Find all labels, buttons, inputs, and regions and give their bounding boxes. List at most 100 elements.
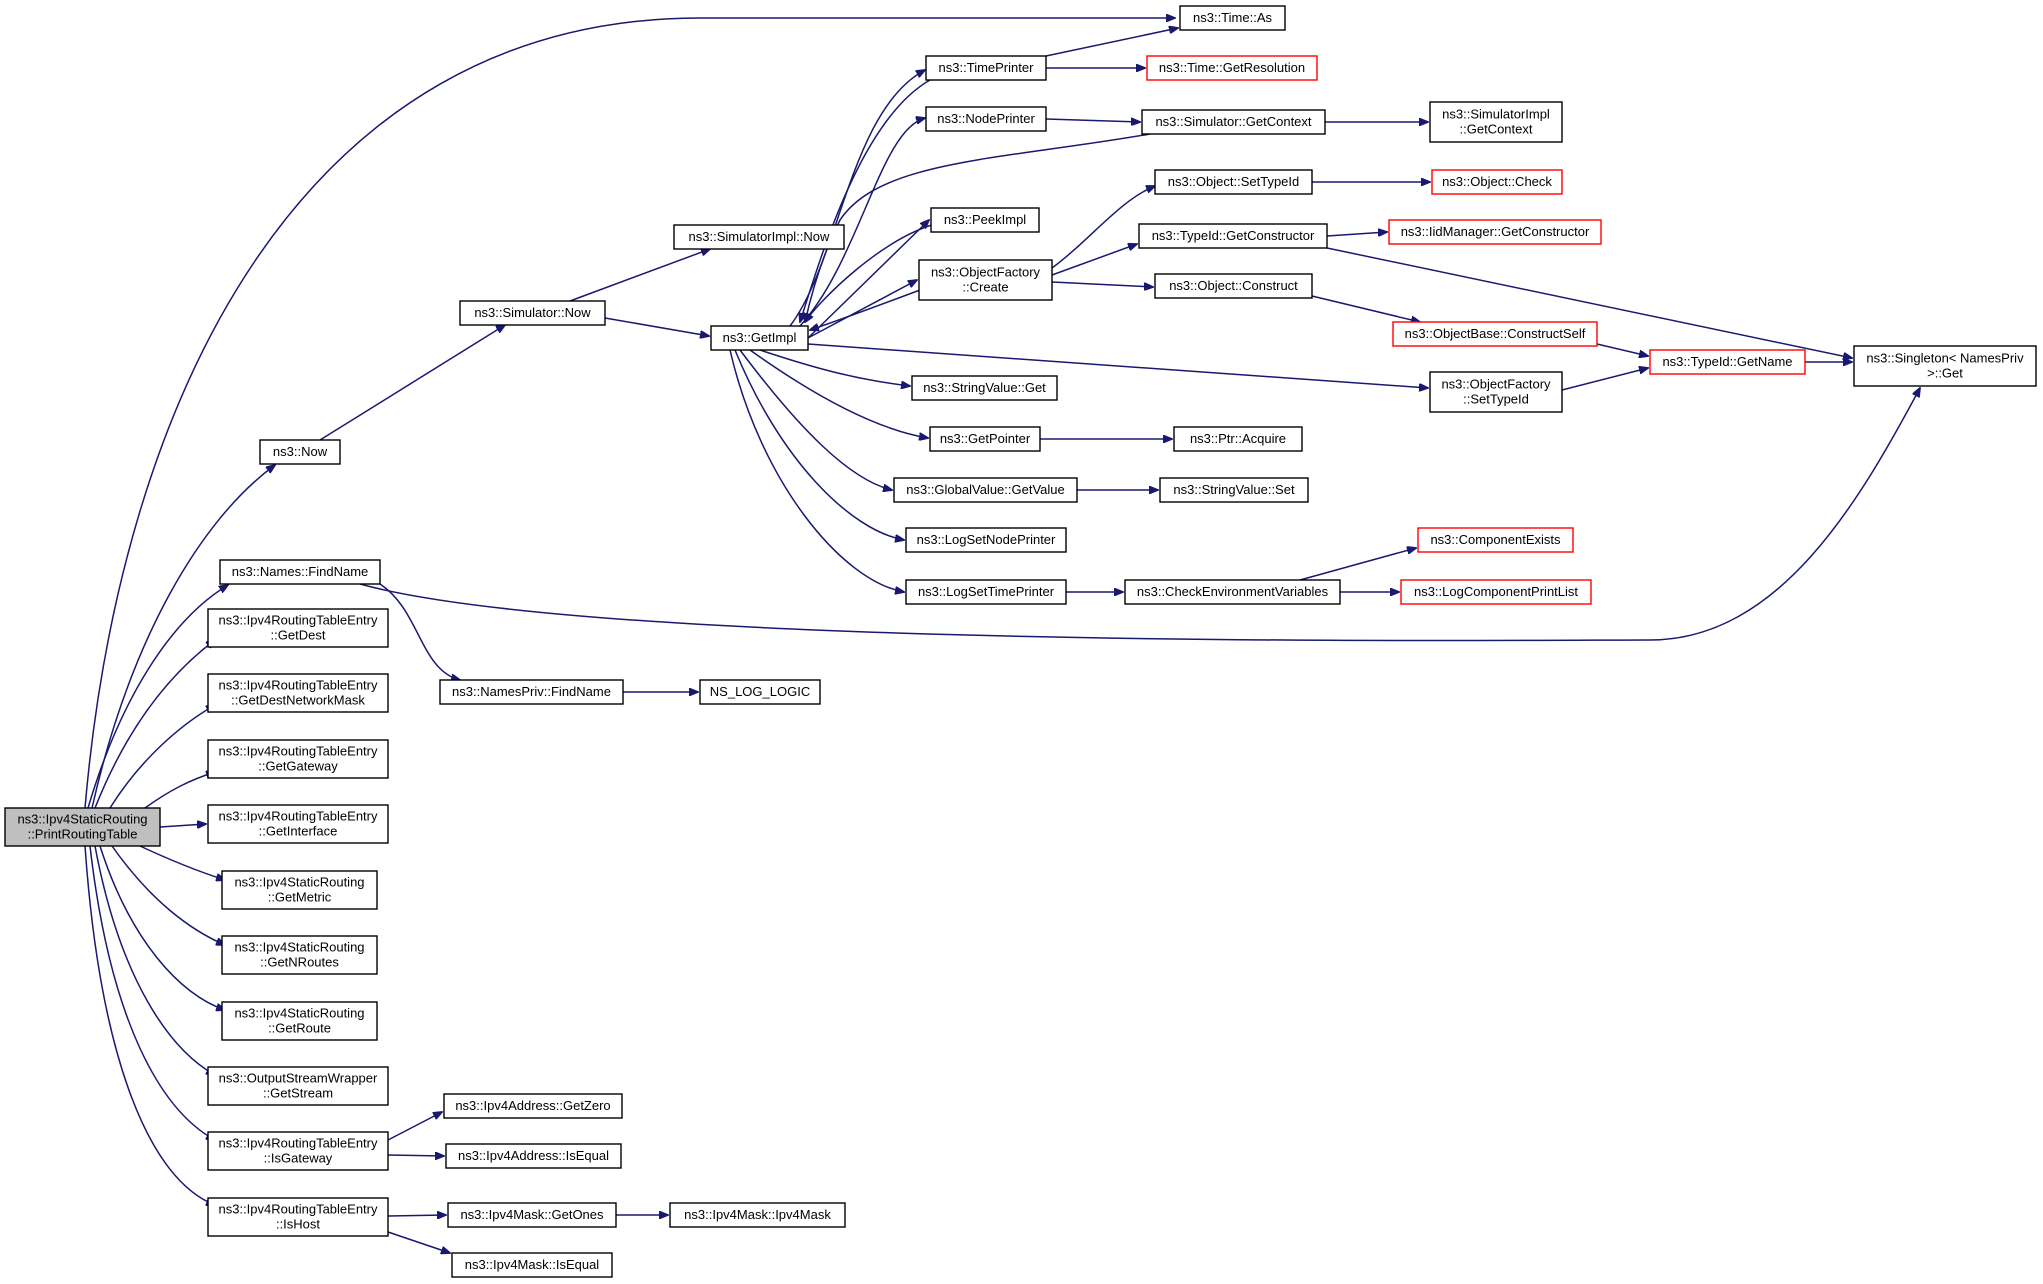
node-box-objconstruct[interactable] <box>1154 273 1313 299</box>
node-box-gvgetvalue[interactable] <box>893 477 1078 503</box>
node-box-tidgetname[interactable] <box>1649 349 1806 375</box>
node-nslog[interactable]: NS_LOG_LOGIC <box>699 679 821 705</box>
node-nodeprinter[interactable]: ns3::NodePrinter <box>925 106 1047 132</box>
node-ofcreate[interactable]: ns3::ObjectFactory::Create <box>918 259 1053 301</box>
node-maskisequal[interactable]: ns3::Ipv4Mask::IsEqual <box>451 1252 613 1278</box>
node-box-ishost[interactable] <box>207 1197 389 1237</box>
node-box-findname[interactable] <box>219 559 381 585</box>
node-ipv4addrgetzero[interactable]: ns3::Ipv4Address::GetZero <box>443 1093 623 1119</box>
node-box-nodeprinter[interactable] <box>925 106 1047 132</box>
node-box-getnroutes[interactable] <box>221 935 378 975</box>
node-getimpl[interactable]: ns3::GetImpl <box>710 325 809 351</box>
node-box-tidgetctor[interactable] <box>1138 223 1328 249</box>
node-tidgetctor[interactable]: ns3::TypeId::GetConstructor <box>1138 223 1328 249</box>
node-ishost[interactable]: ns3::Ipv4RoutingTableEntry::IsHost <box>207 1197 389 1237</box>
node-strvalset[interactable]: ns3::StringValue::Set <box>1159 477 1309 503</box>
node-isgateway[interactable]: ns3::Ipv4RoutingTableEntry::IsGateway <box>207 1131 389 1171</box>
node-timeas[interactable]: ns3::Time::As <box>1179 5 1286 31</box>
node-box-getmetric[interactable] <box>221 870 378 910</box>
node-box-objcheck[interactable] <box>1431 169 1563 195</box>
node-peekimpl[interactable]: ns3::PeekImpl <box>930 207 1040 233</box>
node-objbaseconstructself[interactable]: ns3::ObjectBase::ConstructSelf <box>1392 321 1598 347</box>
node-getpointer[interactable]: ns3::GetPointer <box>929 426 1041 452</box>
node-now[interactable]: ns3::Now <box>259 439 341 465</box>
node-box-maskgetones[interactable] <box>447 1202 617 1228</box>
node-iidmgrgetctor[interactable]: ns3::IidManager::GetConstructor <box>1388 219 1602 245</box>
node-simimplgetctx[interactable]: ns3::SimulatorImpl::GetContext <box>1429 101 1563 143</box>
node-box-getinterface[interactable] <box>207 804 389 844</box>
node-box-now[interactable] <box>259 439 341 465</box>
node-findname[interactable]: ns3::Names::FindName <box>219 559 381 585</box>
node-singletonget[interactable]: ns3::Singleton< NamesPriv >::Get <box>1853 345 2037 387</box>
node-box-strvalget[interactable] <box>911 375 1058 401</box>
node-objsettypeid[interactable]: ns3::Object::SetTypeId <box>1154 169 1313 195</box>
node-box-timegetres[interactable] <box>1146 55 1318 81</box>
node-getroute[interactable]: ns3::Ipv4StaticRouting::GetRoute <box>221 1001 378 1041</box>
node-timeprinter[interactable]: ns3::TimePrinter <box>925 55 1047 81</box>
node-box-peekimpl[interactable] <box>930 207 1040 233</box>
node-namesprivfind[interactable]: ns3::NamesPriv::FindName <box>439 679 624 705</box>
node-box-objbaseconstructself[interactable] <box>1392 321 1598 347</box>
node-tidgetname[interactable]: ns3::TypeId::GetName <box>1649 349 1806 375</box>
node-ofsettypeid[interactable]: ns3::ObjectFactory::SetTypeId <box>1429 371 1563 413</box>
node-box-getdest[interactable] <box>207 608 389 648</box>
node-simimplnow[interactable]: ns3::SimulatorImpl::Now <box>673 224 845 250</box>
node-checkenv[interactable]: ns3::CheckEnvironmentVariables <box>1124 579 1341 605</box>
node-box-simimplnow[interactable] <box>673 224 845 250</box>
node-objcheck[interactable]: ns3::Object::Check <box>1431 169 1563 195</box>
node-box-ipv4addrgetzero[interactable] <box>443 1093 623 1119</box>
node-logsetnode[interactable]: ns3::LogSetNodePrinter <box>905 527 1067 553</box>
node-box-maskisequal[interactable] <box>451 1252 613 1278</box>
node-box-ofsettypeid[interactable] <box>1429 371 1563 413</box>
node-box-ofcreate[interactable] <box>918 259 1053 301</box>
node-box-simgetctx[interactable] <box>1141 109 1326 135</box>
node-timegetres[interactable]: ns3::Time::GetResolution <box>1146 55 1318 81</box>
node-logcompprint[interactable]: ns3::LogComponentPrintList <box>1400 579 1592 605</box>
node-ptracquire[interactable]: ns3::Ptr::Acquire <box>1173 426 1303 452</box>
node-box-strvalset[interactable] <box>1159 477 1309 503</box>
node-simgetctx[interactable]: ns3::Simulator::GetContext <box>1141 109 1326 135</box>
node-objconstruct[interactable]: ns3::Object::Construct <box>1154 273 1313 299</box>
node-box-compexists[interactable] <box>1417 527 1574 553</box>
node-box-nslog[interactable] <box>699 679 821 705</box>
node-getstream[interactable]: ns3::OutputStreamWrapper::GetStream <box>207 1066 389 1106</box>
node-box-ipv4addrisequal[interactable] <box>445 1143 622 1169</box>
node-box-getgateway[interactable] <box>207 739 389 779</box>
node-ipv4addrisequal[interactable]: ns3::Ipv4Address::IsEqual <box>445 1143 622 1169</box>
node-getgateway[interactable]: ns3::Ipv4RoutingTableEntry::GetGateway <box>207 739 389 779</box>
node-root[interactable]: ns3::Ipv4StaticRouting::PrintRoutingTabl… <box>4 807 161 847</box>
node-box-simimplgetctx[interactable] <box>1429 101 1563 143</box>
node-box-getpointer[interactable] <box>929 426 1041 452</box>
node-compexists[interactable]: ns3::ComponentExists <box>1417 527 1574 553</box>
node-logsettime[interactable]: ns3::LogSetTimePrinter <box>905 579 1067 605</box>
node-box-singletonget[interactable] <box>1853 345 2037 387</box>
node-box-getroute[interactable] <box>221 1001 378 1041</box>
node-simnow[interactable]: ns3::Simulator::Now <box>459 300 606 326</box>
node-box-timeprinter[interactable] <box>925 55 1047 81</box>
node-gvgetvalue[interactable]: ns3::GlobalValue::GetValue <box>893 477 1078 503</box>
node-box-root[interactable] <box>4 807 161 847</box>
node-box-namesprivfind[interactable] <box>439 679 624 705</box>
node-getinterface[interactable]: ns3::Ipv4RoutingTableEntry::GetInterface <box>207 804 389 844</box>
node-box-logcompprint[interactable] <box>1400 579 1592 605</box>
node-box-getimpl[interactable] <box>710 325 809 351</box>
node-maskgetones[interactable]: ns3::Ipv4Mask::GetOnes <box>447 1202 617 1228</box>
node-box-getdestmask[interactable] <box>207 673 389 713</box>
node-box-maskctor[interactable] <box>669 1202 846 1228</box>
node-box-ptracquire[interactable] <box>1173 426 1303 452</box>
node-box-checkenv[interactable] <box>1124 579 1341 605</box>
node-box-simnow[interactable] <box>459 300 606 326</box>
node-box-logsettime[interactable] <box>905 579 1067 605</box>
node-box-timeas[interactable] <box>1179 5 1286 31</box>
node-getnroutes[interactable]: ns3::Ipv4StaticRouting::GetNRoutes <box>221 935 378 975</box>
node-box-iidmgrgetctor[interactable] <box>1388 219 1602 245</box>
node-maskctor[interactable]: ns3::Ipv4Mask::Ipv4Mask <box>669 1202 846 1228</box>
node-strvalget[interactable]: ns3::StringValue::Get <box>911 375 1058 401</box>
node-getdestmask[interactable]: ns3::Ipv4RoutingTableEntry::GetDestNetwo… <box>207 673 389 713</box>
node-getmetric[interactable]: ns3::Ipv4StaticRouting::GetMetric <box>221 870 378 910</box>
node-box-logsetnode[interactable] <box>905 527 1067 553</box>
node-box-objsettypeid[interactable] <box>1154 169 1313 195</box>
node-getdest[interactable]: ns3::Ipv4RoutingTableEntry::GetDest <box>207 608 389 648</box>
node-box-getstream[interactable] <box>207 1066 389 1106</box>
node-box-isgateway[interactable] <box>207 1131 389 1171</box>
